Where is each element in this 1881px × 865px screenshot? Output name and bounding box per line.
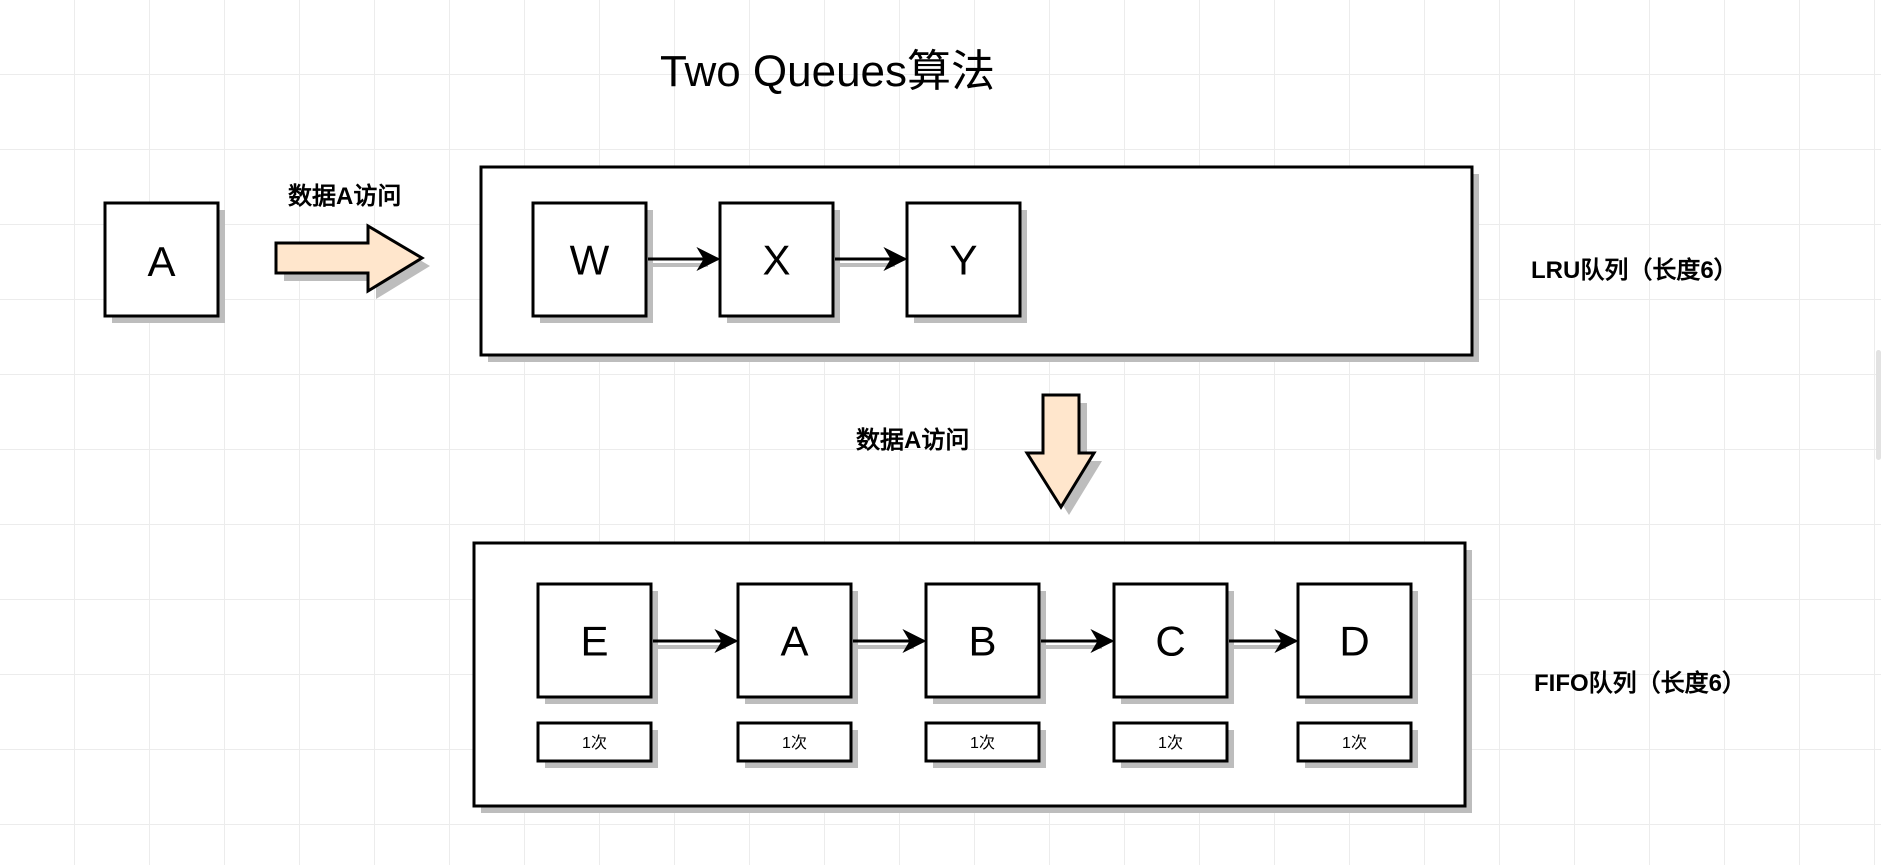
fifo-node-4[interactable]: D — [1296, 582, 1418, 704]
fifo-node-2-label: B — [968, 618, 996, 665]
fifo-connector-1 — [853, 629, 927, 653]
fifo-queue-nodes: E 1次 A 1次 B 1次 C 1次 D 1次 — [536, 582, 1418, 768]
vertical-scrollbar[interactable] — [1876, 350, 1881, 460]
access-arrow-down[interactable] — [1024, 393, 1102, 515]
fifo-node-2[interactable]: B — [924, 582, 1046, 704]
fifo-node-4-label: D — [1339, 618, 1369, 665]
lru-connector-0 — [648, 247, 721, 271]
lru-node-0[interactable]: W — [531, 201, 653, 323]
fifo-count-2-label: 1次 — [970, 734, 995, 752]
lru-connector-1 — [835, 247, 908, 271]
access-arrow-down-label: 数据A访问 — [856, 427, 969, 454]
fifo-count-4-label: 1次 — [1342, 734, 1367, 752]
lru-node-2-label: Y — [949, 237, 977, 284]
lru-node-2[interactable]: Y — [905, 201, 1027, 323]
source-node[interactable]: A — [103, 201, 225, 323]
fifo-count-0[interactable]: 1次 — [536, 721, 658, 768]
fifo-node-1-label: A — [780, 618, 808, 665]
lru-node-1-label: X — [762, 237, 790, 284]
lru-queue-nodes: W X Y — [531, 201, 1027, 323]
fifo-node-1[interactable]: A — [736, 582, 858, 704]
fifo-connector-0 — [653, 629, 739, 653]
fifo-queue-label: FIFO队列（长度6） — [1534, 669, 1746, 697]
fifo-count-2[interactable]: 1次 — [924, 721, 1046, 768]
fifo-count-0-label: 1次 — [582, 734, 607, 752]
fifo-count-3-label: 1次 — [1158, 734, 1183, 752]
fifo-connector-3 — [1229, 629, 1299, 653]
source-node-label: A — [147, 238, 175, 285]
fifo-connector-2 — [1041, 629, 1115, 653]
lru-node-0-label: W — [570, 237, 610, 284]
lru-node-1[interactable]: X — [718, 201, 840, 323]
diagram-title: Two Queues算法 — [660, 47, 995, 96]
lru-queue-label: LRU队列（长度6） — [1531, 256, 1738, 284]
access-arrow-right[interactable] — [274, 223, 430, 299]
fifo-node-0[interactable]: E — [536, 582, 658, 704]
fifo-count-1-label: 1次 — [782, 734, 807, 752]
fifo-count-4[interactable]: 1次 — [1296, 721, 1418, 768]
access-arrow-right-label: 数据A访问 — [288, 183, 401, 210]
fifo-node-0-label: E — [580, 618, 608, 665]
fifo-count-1[interactable]: 1次 — [736, 721, 858, 768]
fifo-node-3[interactable]: C — [1112, 582, 1234, 704]
fifo-count-3[interactable]: 1次 — [1112, 721, 1234, 768]
fifo-node-3-label: C — [1155, 618, 1185, 665]
